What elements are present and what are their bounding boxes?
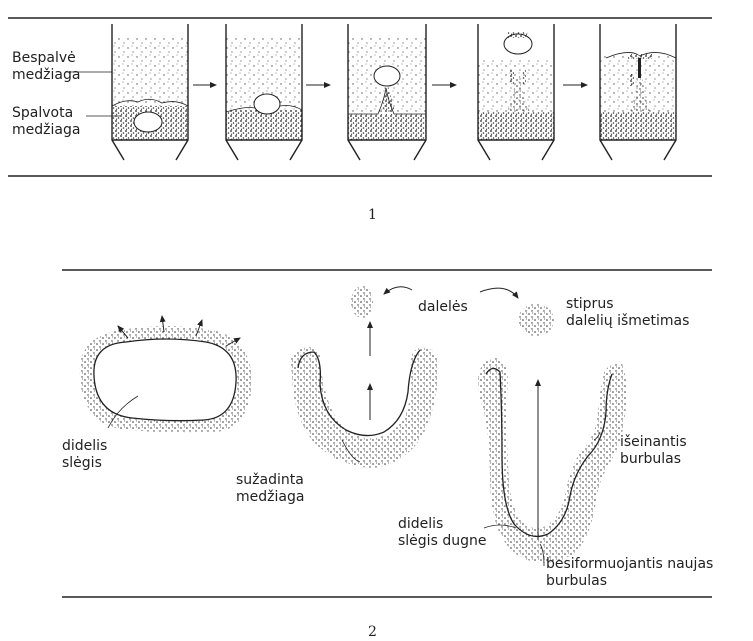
container-stage-4 xyxy=(478,24,554,160)
bubble-stage-1 xyxy=(134,112,162,132)
label-bottom-pressure: didelis slėgis dugne xyxy=(398,516,486,550)
bubble-stage-3 xyxy=(374,66,400,86)
container-stage-1 xyxy=(112,24,188,160)
container-stage-3 xyxy=(348,24,426,160)
label-colored-material: Spalvota medžiaga xyxy=(12,105,80,139)
arrow-particles-right xyxy=(480,288,518,298)
figure-number-2: 2 xyxy=(368,624,377,640)
bubble-burst xyxy=(290,286,438,468)
label-new-bubble: besiformuojantis naujas burbulas xyxy=(546,556,713,590)
label-particles: dalelės xyxy=(418,299,468,316)
container-stage-2 xyxy=(226,24,302,160)
figure-number-1: 1 xyxy=(368,207,377,223)
ejected-particles-small xyxy=(351,286,373,318)
bubble-high-pressure xyxy=(80,316,252,433)
bubble-stage-2 xyxy=(254,94,280,114)
label-disturbed-material: sužadinta medžiaga xyxy=(236,472,304,506)
label-exiting-bubble: išeinantis burbulas xyxy=(620,434,687,468)
label-high-pressure: didelis slėgis xyxy=(62,438,107,472)
bubble-exiting xyxy=(478,304,627,566)
label-strong-ejection: stiprus dalelių išmetimas xyxy=(566,296,689,330)
container-stage-5 xyxy=(600,24,676,160)
label-colorless-material: Bespalvė medžiaga xyxy=(12,50,80,84)
ejected-particles-large xyxy=(518,304,554,336)
arrow-particles-left xyxy=(384,287,412,294)
